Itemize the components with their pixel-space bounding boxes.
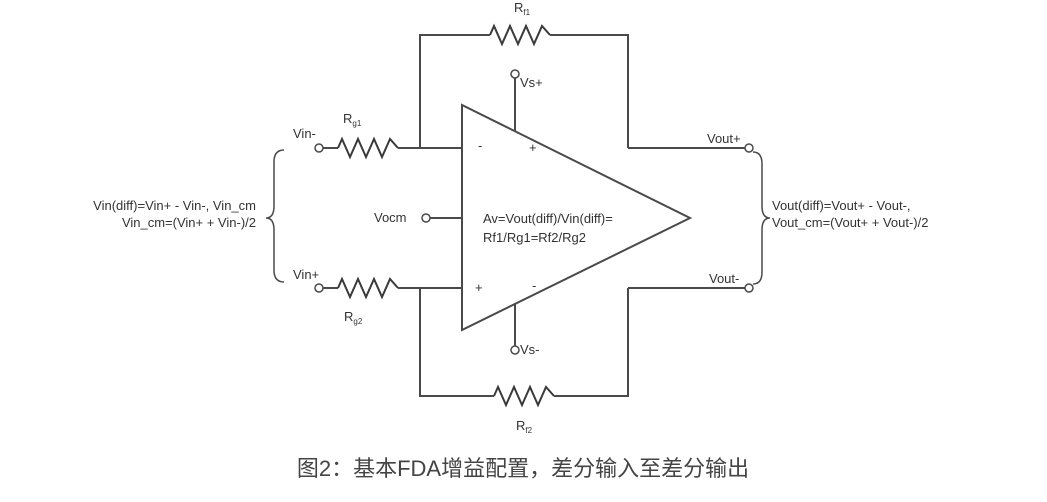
input-brace bbox=[265, 149, 285, 283]
output-equation-line2: Vout_cm=(Vout+ + Vout-)/2 bbox=[772, 215, 928, 230]
gain-equation-line2: Rf1/Rg1=Rf2/Rg2 bbox=[483, 230, 586, 245]
feedback-wire-top-left bbox=[419, 34, 490, 148]
vout-neg-label: Vout- bbox=[709, 271, 739, 286]
vout-pos-label: Vout+ bbox=[707, 131, 741, 146]
rg2-label: Rg2 bbox=[344, 309, 363, 326]
feedback-wire-bottom-right bbox=[554, 288, 629, 397]
figure-caption: 图2：基本FDA增益配置，差分输入至差分输出 bbox=[297, 456, 749, 481]
output-brace bbox=[752, 151, 771, 285]
output-equation-line1: Vout(diff)=Vout+ - Vout-, bbox=[772, 198, 911, 213]
amp-top-noninverting-sign: + bbox=[529, 140, 537, 155]
feedback-wire-top-right bbox=[550, 34, 629, 148]
vout-pos-terminal bbox=[744, 143, 754, 153]
vocm-terminal bbox=[421, 213, 431, 223]
vout-neg-terminal bbox=[744, 283, 754, 293]
resistor-rf2 bbox=[493, 384, 555, 408]
rf1-label: Rf1 bbox=[514, 0, 531, 17]
resistor-rg1 bbox=[337, 136, 399, 160]
vs-neg-label: Vs- bbox=[520, 342, 540, 357]
rg1-label: Rg1 bbox=[343, 111, 362, 128]
vs-pos-label: Vs+ bbox=[520, 75, 543, 90]
resistor-rg2 bbox=[337, 276, 399, 300]
feedback-wire-bottom-left bbox=[419, 288, 494, 397]
input-equation-line2: Vin_cm=(Vin+ + Vin-)/2 bbox=[122, 215, 256, 230]
amp-bottom-noninverting-sign: + bbox=[475, 280, 483, 295]
vin-pos-label: Vin+ bbox=[293, 267, 319, 282]
vin-neg-label: Vin- bbox=[293, 126, 316, 141]
input-equation-line1: Vin(diff)=Vin+ - Vin-, Vin_cm bbox=[93, 198, 256, 213]
vs-neg-terminal bbox=[510, 345, 520, 355]
amp-bottom-inverting-sign: - bbox=[532, 278, 536, 293]
gain-equation-line1: Av=Vout(diff)/Vin(diff)= bbox=[483, 211, 613, 226]
vin-neg-terminal bbox=[314, 143, 324, 153]
vocm-label: Vocm bbox=[374, 210, 407, 225]
amp-top-inverting-sign: - bbox=[478, 138, 482, 153]
resistor-rf1 bbox=[489, 23, 551, 47]
rf2-label: Rf2 bbox=[516, 418, 533, 435]
vs-pos-terminal bbox=[510, 69, 520, 79]
vin-pos-terminal bbox=[314, 283, 324, 293]
